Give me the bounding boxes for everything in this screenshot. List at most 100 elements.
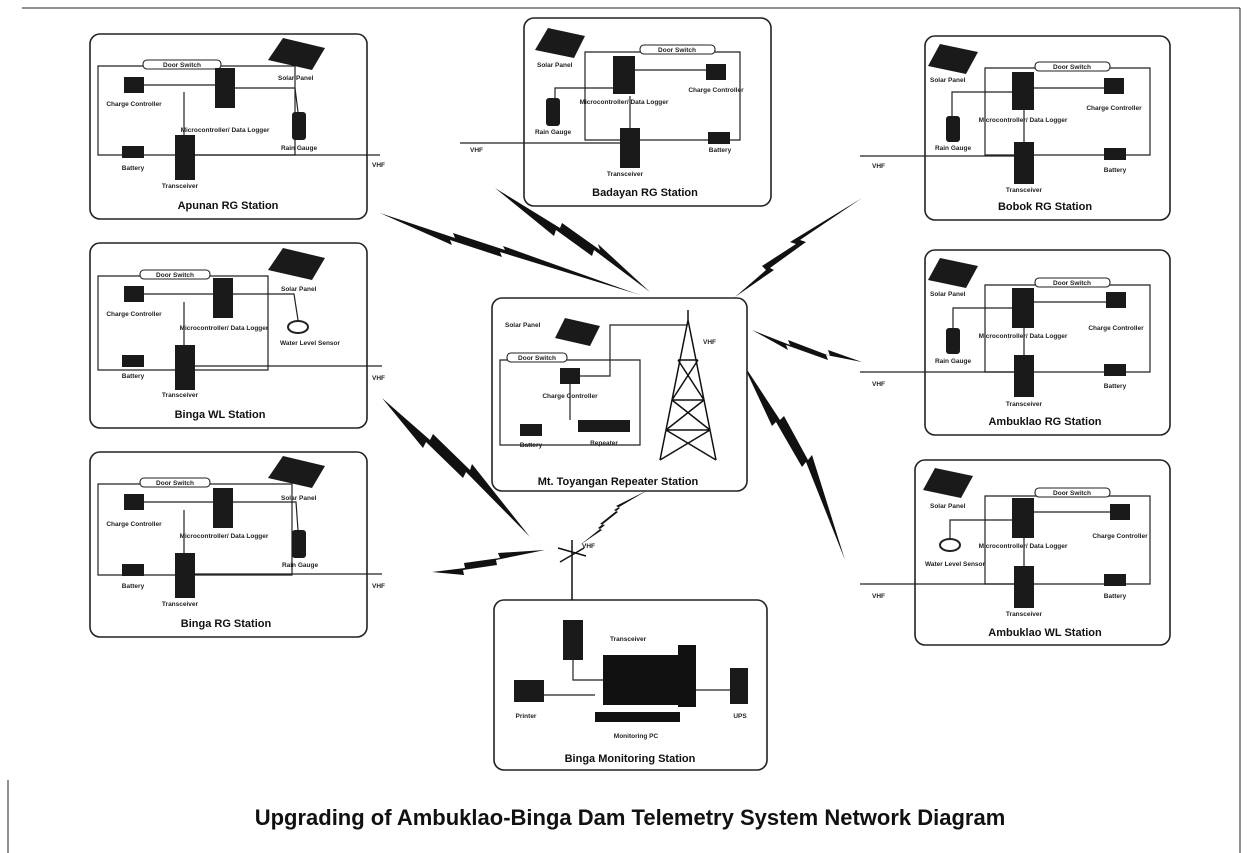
solar-panel-icon xyxy=(555,318,600,346)
apunan-mc-label: Microcontroller/ Data Logger xyxy=(181,127,270,134)
ups-label: UPS xyxy=(733,713,747,720)
station-bobok-title: Bobok RG Station xyxy=(998,201,1092,213)
solar-panel-icon xyxy=(928,44,978,74)
repeater-battery-label: Battery xyxy=(520,442,543,449)
rain-gauge-icon xyxy=(546,98,560,126)
apunan-vhf-label: VHF xyxy=(372,162,385,169)
binga-wl-mc-label: Microcontroller/ Data Logger xyxy=(180,325,269,332)
microcontroller-icon xyxy=(213,278,233,318)
binga-wl-solar-label: Solar Panel xyxy=(281,286,317,293)
battery-icon xyxy=(520,424,542,436)
radio-link-repeater-monitoring xyxy=(580,490,648,545)
station-ambuklao-rg: Door Switch Solar Panel Rain Gauge Micro… xyxy=(860,249,1171,436)
rain-gauge-icon xyxy=(292,530,306,558)
transceiver-icon xyxy=(175,553,195,598)
battery-icon xyxy=(122,146,144,158)
station-ambuklao-wl-box xyxy=(914,459,1171,646)
printer-icon xyxy=(514,680,544,702)
apunan-door-switch-label: Door Switch xyxy=(163,62,201,69)
repeater-icon xyxy=(578,420,630,432)
station-ambuklao-rg-title: Ambuklao RG Station xyxy=(988,416,1101,428)
ambuklao-wl-transceiver-label: Transceiver xyxy=(1006,611,1043,618)
binga-rg-cc-label: Charge Controller xyxy=(106,521,162,528)
radio-link-ambuklao-rg xyxy=(752,330,862,362)
ambuklao-wl-battery-label: Battery xyxy=(1104,593,1127,600)
rain-gauge-icon xyxy=(946,328,960,354)
station-apunan-box xyxy=(89,33,368,220)
pc-tower-icon xyxy=(678,645,696,707)
apunan-rg-label: Rain Gauge xyxy=(281,145,318,152)
repeater-label: Repeater xyxy=(590,440,618,447)
water-level-sensor-icon xyxy=(287,320,309,334)
transceiver-icon xyxy=(175,135,195,180)
charge-controller-icon xyxy=(124,286,144,302)
ambuklao-wl-mc-label: Microcontroller/ Data Logger xyxy=(979,543,1068,550)
binga-wl-battery-label: Battery xyxy=(122,373,145,380)
station-apunan: Door Switch Solar Panel Charge Controlle… xyxy=(89,33,385,220)
microcontroller-icon xyxy=(1012,498,1034,538)
binga-rg-mc-label: Microcontroller/ Data Logger xyxy=(180,533,269,540)
microcontroller-icon xyxy=(215,68,235,108)
solar-panel-icon xyxy=(923,468,973,498)
bobok-battery-label: Battery xyxy=(1104,167,1127,174)
ambuklao-rg-rg-label: Rain Gauge xyxy=(935,358,972,365)
transceiver-icon xyxy=(175,345,195,390)
station-monitoring: VHF Transceiver Monitoring PC Printer UP… xyxy=(493,540,768,771)
badayan-door-switch-label: Door Switch xyxy=(658,47,696,54)
battery-icon xyxy=(708,132,730,144)
ambuklao-rg-solar-label: Solar Panel xyxy=(930,291,966,298)
binga-rg-door-switch-label: Door Switch xyxy=(156,480,194,487)
monitor-icon xyxy=(603,655,678,705)
transceiver-icon xyxy=(1014,566,1034,608)
battery-icon xyxy=(1104,364,1126,376)
radio-links xyxy=(380,188,862,575)
battery-icon xyxy=(1104,148,1126,160)
binga-rg-vhf-label: VHF xyxy=(372,583,385,590)
badayan-battery-label: Battery xyxy=(709,147,732,154)
keyboard-icon xyxy=(595,712,680,722)
monitoring-transceiver-label: Transceiver xyxy=(610,636,647,643)
ambuklao-wl-door-switch-label: Door Switch xyxy=(1053,490,1091,497)
ambuklao-rg-cc-label: Charge Controller xyxy=(1088,325,1144,332)
station-bobok: Door Switch Solar Panel Rain Gauge Micro… xyxy=(860,35,1171,221)
binga-rg-transceiver-label: Transceiver xyxy=(162,601,199,608)
badayan-vhf-label: VHF xyxy=(470,147,483,154)
ambuklao-wl-vhf-label: VHF xyxy=(872,593,885,600)
apunan-transceiver-label: Transceiver xyxy=(162,183,199,190)
ambuklao-rg-transceiver-label: Transceiver xyxy=(1006,401,1043,408)
ambuklao-rg-vhf-label: VHF xyxy=(872,381,885,388)
station-monitoring-title: Binga Monitoring Station xyxy=(565,753,696,765)
bobok-solar-label: Solar Panel xyxy=(930,77,966,84)
binga-rg-rg-label: Rain Gauge xyxy=(282,562,319,569)
bobok-transceiver-label: Transceiver xyxy=(1006,187,1043,194)
apunan-solar-label: Solar Panel xyxy=(278,75,314,82)
radio-link-binga-rg xyxy=(432,550,545,575)
station-ambuklao-wl: Door Switch Solar Panel Water Level Sens… xyxy=(860,459,1171,646)
diagram-title: Upgrading of Ambuklao-Binga Dam Telemetr… xyxy=(255,805,1006,830)
solar-panel-icon xyxy=(268,248,325,280)
charge-controller-icon xyxy=(1110,504,1130,520)
station-binga-rg: Door Switch Solar Panel Charge Controlle… xyxy=(89,451,385,638)
binga-wl-cc-label: Charge Controller xyxy=(106,311,162,318)
charge-controller-icon xyxy=(706,64,726,80)
rain-gauge-icon xyxy=(946,116,960,142)
charge-controller-icon xyxy=(124,494,144,510)
microcontroller-icon xyxy=(613,56,635,94)
solar-panel-icon xyxy=(268,38,325,70)
charge-controller-icon xyxy=(124,77,144,93)
station-badayan-title: Badayan RG Station xyxy=(592,187,698,199)
bobok-door-switch-label: Door Switch xyxy=(1053,64,1091,71)
binga-wl-sensor-label: Water Level Sensor xyxy=(280,340,341,347)
station-binga-rg-box xyxy=(89,451,368,638)
microcontroller-icon xyxy=(1012,72,1034,110)
ambuklao-wl-solar-label: Solar Panel xyxy=(930,503,966,510)
station-badayan: Door Switch Solar Panel Rain Gauge Micro… xyxy=(460,17,772,207)
battery-icon xyxy=(1104,574,1126,586)
radio-link-bobok xyxy=(735,198,862,297)
station-binga-wl-box xyxy=(89,242,368,429)
transceiver-icon xyxy=(563,620,583,660)
transceiver-icon xyxy=(1014,355,1034,397)
bobok-rg-label: Rain Gauge xyxy=(935,145,972,152)
radio-link-apunan xyxy=(380,213,640,295)
